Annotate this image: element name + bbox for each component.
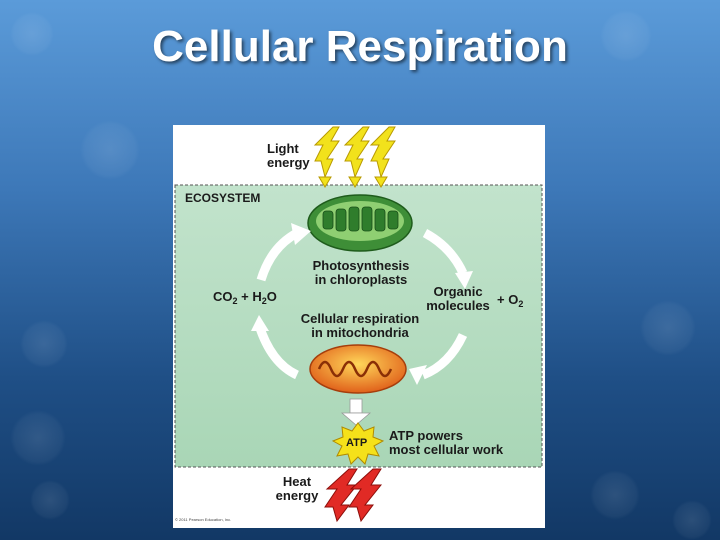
cellular-respiration-label: Cellular respiration in mitochondria: [285, 312, 435, 340]
background-flower: [672, 500, 712, 540]
cellular-respiration-line-1: Cellular respiration: [300, 311, 420, 326]
plus-h-text: + H: [237, 289, 262, 304]
background-flower: [80, 120, 140, 180]
heat-lightning-bolts: [324, 468, 383, 523]
light-arrowheads: [318, 176, 388, 188]
ecosystem-diagram: Light energy ECOSYSTEM Photosynthesis in…: [173, 125, 545, 528]
light-lightning-bolts: [313, 126, 396, 179]
background-flower: [20, 320, 68, 368]
atp-powers-line-2: most cellular work: [389, 442, 504, 457]
photosynthesis-line-2: in chloroplasts: [314, 272, 408, 287]
h-subscript: 2: [261, 296, 267, 306]
o2-label: + O2: [497, 293, 523, 311]
o-text: O: [266, 289, 277, 304]
cycle-arrows: [254, 229, 468, 380]
background-flower: [10, 410, 66, 466]
slide-title: Cellular Respiration: [152, 22, 568, 71]
background-flower: [640, 300, 696, 356]
heat-line-1: Heat: [282, 474, 312, 489]
atp-powers-label: ATP powers most cellular work: [389, 429, 503, 457]
background-flower: [30, 480, 70, 520]
atp-label: ATP: [346, 437, 368, 449]
cycle-arrowheads: [251, 223, 473, 385]
cellular-respiration-line-2: in mitochondria: [311, 325, 409, 340]
light-energy-label: Light energy: [267, 142, 317, 170]
organic-line-1: Organic: [433, 284, 483, 299]
diagram-graphics: [174, 126, 543, 523]
photosynthesis-line-1: Photosynthesis: [312, 258, 410, 273]
background-flower: [600, 10, 652, 62]
atp-burst: [331, 422, 385, 465]
organic-line-2: molecules: [426, 298, 490, 313]
down-arrow: [340, 398, 372, 426]
heat-energy-label: Heat energy: [269, 475, 325, 503]
co2-h2o-label: CO2 + H2O: [213, 290, 277, 308]
co-text: CO: [213, 289, 233, 304]
light-energy-text: Light energy: [267, 141, 310, 170]
mitochondrion: [309, 344, 407, 394]
co-subscript: 2: [232, 296, 238, 306]
background-flower: [10, 12, 54, 56]
ecosystem-label: ECOSYSTEM: [185, 191, 261, 205]
atp-powers-line-1: ATP powers: [389, 428, 463, 443]
background-flower: [590, 470, 640, 520]
copyright-text: © 2011 Pearson Education, Inc.: [175, 517, 232, 522]
photosynthesis-label: Photosynthesis in chloroplasts: [291, 259, 431, 287]
heat-line-2: energy: [275, 488, 319, 503]
chloroplast: [307, 194, 413, 252]
organic-molecules-label: Organic molecules: [423, 285, 493, 313]
o2-subscript: 2: [518, 299, 524, 309]
plus-o-text: + O: [497, 292, 519, 307]
